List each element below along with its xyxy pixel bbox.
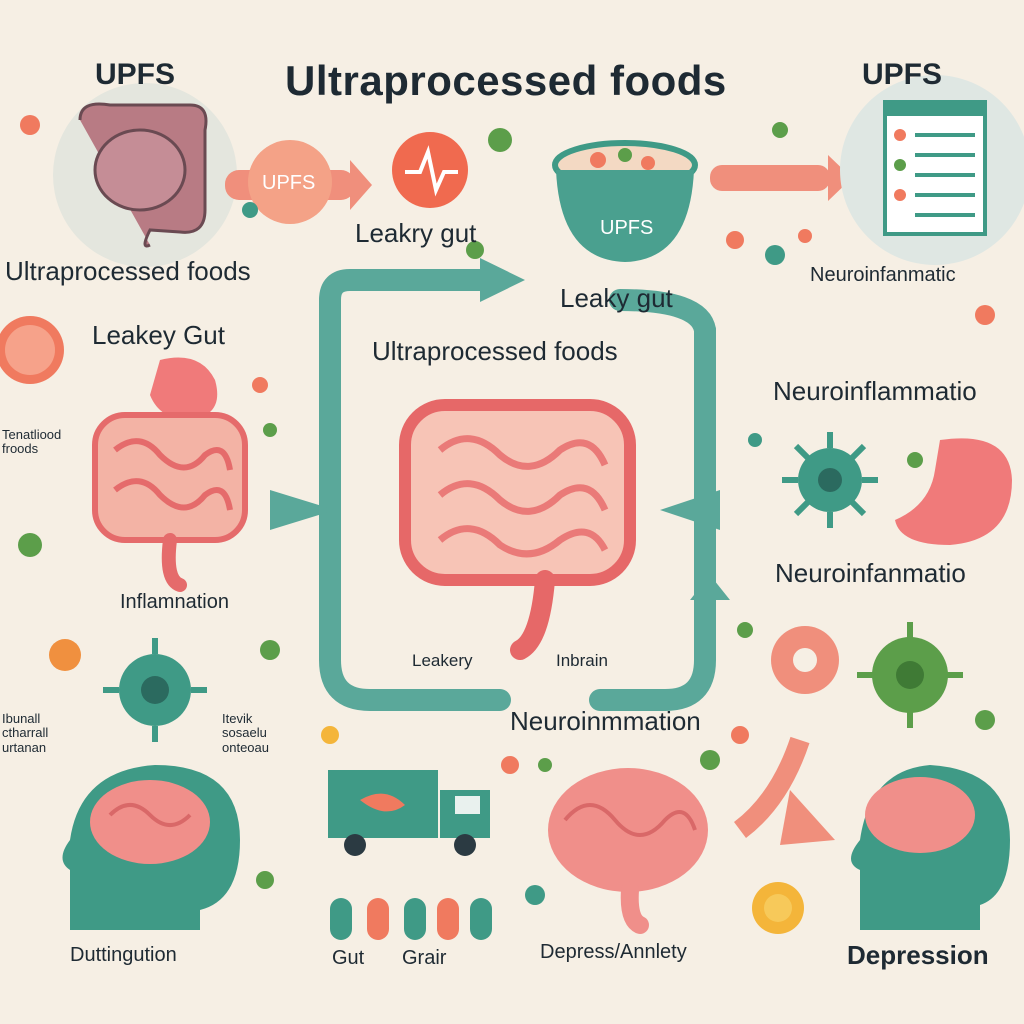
loop-arrowhead-right-bottom <box>690 575 730 600</box>
virus-icon-right <box>782 432 878 528</box>
label-leaky-gut-top: Leakry gut <box>355 218 477 248</box>
intestine-icon-top-left <box>78 102 208 248</box>
central-intestine-icon <box>399 399 636 660</box>
label-ultraprocessed-center: Ultraprocessed foods <box>372 336 618 366</box>
label-depression: Depression <box>847 940 989 970</box>
label-leaky-gut-right: Leaky gut <box>560 283 673 313</box>
pill-row <box>330 898 492 940</box>
document-icon <box>840 75 1024 265</box>
label-upfs-bowl: UPFS <box>600 217 654 239</box>
label-dut: Duttingution <box>70 944 177 966</box>
stomach-icon-right <box>895 438 1012 545</box>
loop-arrowhead-left <box>270 490 335 530</box>
heartbeat-icon <box>392 132 468 208</box>
label-upfs-top-right: UPFS <box>862 58 943 91</box>
label-neuro-right-2: Neuroinflammatio <box>773 376 977 406</box>
gear-icon <box>771 626 839 694</box>
upfs-arrow-icon <box>225 140 372 224</box>
loop-arrowhead-top <box>480 258 525 302</box>
label-inbrain: Inbrain <box>556 651 608 670</box>
coin-icon <box>752 882 804 934</box>
arrow-to-depression-icon <box>733 736 835 845</box>
bowl-icon <box>552 140 698 262</box>
label-tiny-left-2: Ibunall ctharrall urtanan <box>2 711 49 755</box>
label-upfs-arrow: UPFS <box>262 172 316 194</box>
grapefruit-icon <box>0 316 64 384</box>
label-upfs-top-left: UPFS <box>95 58 176 91</box>
label-inflammation: Inflamnation <box>120 591 229 613</box>
decorative-dots <box>18 115 995 905</box>
label-neuro-right-1: Neuroinfanmatic <box>810 264 956 286</box>
loop-arrowhead-right <box>660 490 720 530</box>
label-tiny-center: Itevik sosaelu onteoau <box>222 711 269 755</box>
label-ultraprocessed-left: Ultraprocessed foods <box>5 256 251 286</box>
label-gut: Gut <box>332 947 365 969</box>
brain-icon-center <box>548 768 708 934</box>
label-depress-anxiety: Depress/Annlety <box>540 941 687 963</box>
cycle-loop-arrow <box>319 269 716 711</box>
label-grair: Grair <box>402 947 447 969</box>
label-neuro-center: Neuroinmmation <box>510 706 701 736</box>
head-brain-icon-left <box>62 765 240 930</box>
label-leaky-gut-left: Leakey Gut <box>92 320 225 350</box>
stomach-intestine-icon-left <box>92 357 248 592</box>
virus-icon-left <box>103 638 207 742</box>
virus-icon-green <box>857 622 963 728</box>
page-title: Ultraprocessed foods <box>285 57 727 104</box>
head-brain-icon-right <box>851 765 1010 930</box>
label-tiny-left-1: Tenatliood froods <box>2 427 62 457</box>
truck-icon <box>328 770 490 856</box>
label-neuro-right-3: Neuroinfanmatio <box>775 558 966 588</box>
label-leakery: Leakery <box>412 651 473 670</box>
arrow-to-document-icon <box>710 155 852 201</box>
